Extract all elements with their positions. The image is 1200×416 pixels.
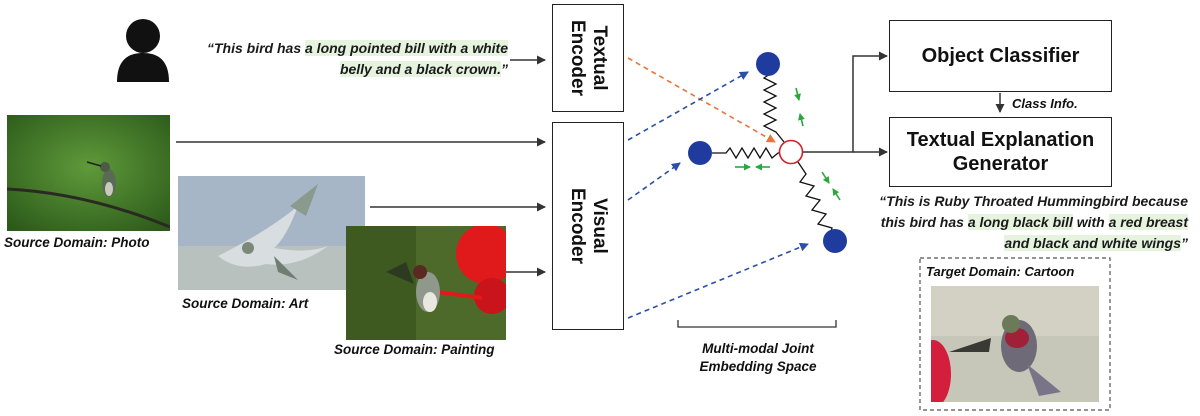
user-icon (117, 19, 169, 82)
class-info-label: Class Info. (1012, 96, 1078, 111)
source-photo-caption: Source Domain: Photo (4, 235, 150, 250)
embedding-bracket (677, 320, 837, 328)
explanation-close: ” (1181, 235, 1188, 251)
textual-to-anchor-arrow (627, 57, 776, 143)
explanation-quote: “This is Ruby Throated Hummingbird becau… (866, 191, 1188, 254)
object-classifier-label: Object Classifier (921, 44, 1080, 67)
user-quote-text: “This bird has (206, 40, 305, 56)
embedding-space-label: Multi-modal Joint Embedding Space (668, 340, 848, 376)
embedding-label-line1: Multi-modal Joint (702, 341, 814, 356)
user-quote-highlight: a long pointed bill with a white belly a… (305, 40, 508, 77)
source-painting-caption: Source Domain: Painting (334, 342, 495, 357)
textual-encoder-box: Textual Encoder (552, 4, 624, 112)
embedding-label-line2: Embedding Space (699, 359, 817, 374)
source-photo-image (7, 115, 170, 231)
explanation-text-2: with (1072, 214, 1109, 230)
embedding-node-left (688, 141, 712, 165)
textual-encoder-line2: Encoder (567, 19, 588, 97)
textual-encoder-label: Textual Encoder (566, 20, 610, 96)
visual-to-node-top-arrow (627, 71, 749, 141)
target-domain-caption: Target Domain: Cartoon (926, 264, 1075, 279)
textual-encoder-line1: Textual (589, 25, 610, 91)
generator-line2: Generator (952, 153, 1049, 175)
spring-top (762, 63, 785, 143)
source-art-image (178, 176, 365, 290)
explanation-generator-box: Textual Explanation Generator (889, 117, 1112, 187)
explanation-highlight-1: a long black bill (967, 214, 1073, 230)
spring-left (712, 146, 781, 160)
visual-encoder-line2: Encoder (567, 187, 588, 265)
visual-to-node-left-arrow (627, 162, 681, 201)
generator-line1: Textual Explanation (906, 129, 1095, 151)
user-quote-close: ” (501, 61, 508, 77)
pull-arrows (735, 87, 841, 201)
embedding-anchor (778, 139, 804, 165)
source-art-caption: Source Domain: Art (182, 296, 309, 311)
embedding-node-top (756, 52, 780, 76)
visual-encoder-box: Visual Encoder (552, 122, 624, 330)
user-quote: “This bird has a long pointed bill with … (190, 38, 508, 80)
explanation-text-1: “This is Ruby Throated Hummingbird becau… (879, 193, 1188, 230)
target-domain-frame (919, 257, 1111, 411)
embedding-node-bottom (823, 229, 847, 253)
visual-encoder-line1: Visual (589, 198, 610, 254)
source-painting-image (346, 226, 506, 340)
target-cartoon-image (931, 286, 1099, 402)
anchor-to-classifier-arrow (803, 51, 888, 153)
spring-bottom (797, 161, 833, 237)
visual-encoder-label: Visual Encoder (566, 188, 610, 264)
object-classifier-box: Object Classifier (889, 20, 1112, 92)
visual-to-node-bottom-arrow (627, 242, 809, 319)
